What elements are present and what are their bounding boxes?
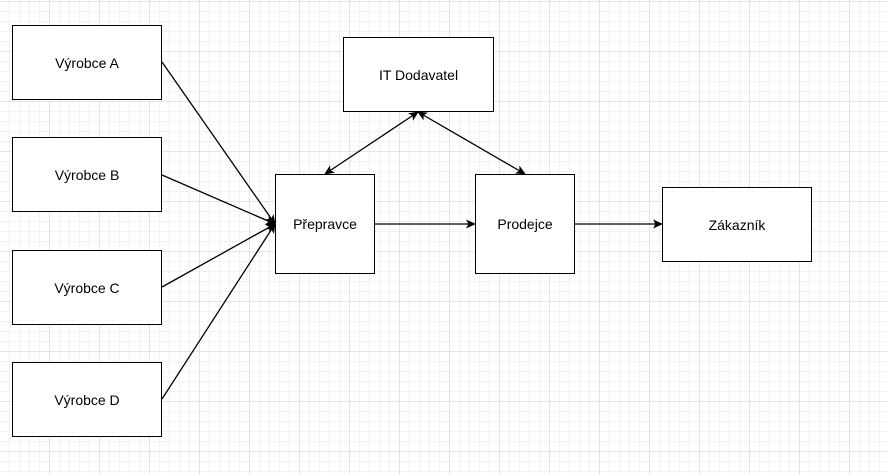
node-label: Výrobce D: [54, 391, 120, 408]
node-it-dodavatel[interactable]: IT Dodavatel: [343, 37, 494, 112]
node-label: Prodejce: [497, 216, 553, 232]
node-prepravce[interactable]: Přepravce: [275, 174, 375, 274]
node-label: Zákazník: [708, 216, 766, 233]
node-vyrobce-a[interactable]: Výrobce A: [12, 25, 162, 100]
node-vyrobce-c[interactable]: Výrobce C: [12, 250, 162, 325]
edge-it-dodavatel-prepravce[interactable]: [324, 111, 419, 175]
node-vyrobce-d[interactable]: Výrobce D: [12, 362, 162, 437]
node-label: IT Dodavatel: [378, 66, 459, 83]
node-label: Výrobce B: [54, 166, 120, 183]
node-zakaznik[interactable]: Zákazník: [662, 187, 812, 262]
edge-vyrobce-b-to-prepravce[interactable]: [161, 174, 276, 225]
node-label: Výrobce A: [55, 54, 119, 71]
edge-vyrobce-a-to-prepravce[interactable]: [161, 61, 276, 225]
edge-vyrobce-d-to-prepravce[interactable]: [161, 223, 276, 400]
edge-it-dodavatel-prodejce[interactable]: [417, 111, 526, 175]
node-label: Přepravce: [293, 216, 357, 232]
node-label: Výrobce C: [54, 279, 120, 296]
edge-vyrobce-c-to-prepravce[interactable]: [161, 223, 276, 288]
node-prodejce[interactable]: Prodejce: [475, 174, 575, 274]
node-vyrobce-b[interactable]: Výrobce B: [12, 137, 162, 212]
